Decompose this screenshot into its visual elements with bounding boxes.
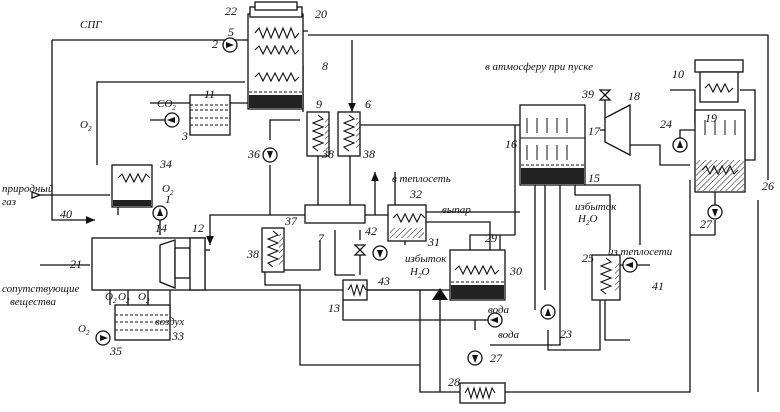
num-8: 8 — [322, 59, 328, 73]
num-37: 37 — [284, 214, 298, 228]
label-excess-1: избыток — [405, 253, 447, 265]
num-31: 31 — [427, 235, 440, 249]
label-spg: СПГ — [80, 19, 102, 31]
heat-exchanger-37 — [262, 228, 284, 272]
num-14: 14 — [155, 221, 167, 235]
num-38-c: 38 — [246, 247, 259, 261]
heat-exchanger-6 — [338, 112, 360, 156]
label-water-1: вода — [488, 304, 510, 316]
num-15: 15 — [588, 171, 600, 185]
num-28: 28 — [448, 375, 460, 389]
num-10: 10 — [672, 67, 684, 81]
label-h2o-2: H2O — [577, 213, 597, 227]
num-41: 41 — [652, 279, 664, 293]
deaerator-29 — [450, 250, 505, 300]
label-accompany-1: сопутствующие — [2, 283, 79, 295]
expander-18 — [605, 105, 630, 155]
label-co2: CO2 — [157, 98, 176, 112]
num-38-b: 38 — [362, 147, 375, 161]
label-heat-net-from: из теплосети — [608, 246, 673, 258]
vessel-20 — [248, 2, 303, 109]
label-o2-left: O2 — [80, 119, 92, 133]
num-16: 16 — [505, 137, 517, 151]
label-h2o-1: H2O — [409, 266, 429, 280]
boiler-34 — [112, 165, 152, 207]
label-water-2: вода — [498, 329, 520, 341]
mixer-7 — [305, 205, 365, 223]
num-40: 40 — [60, 207, 72, 221]
num-20: 20 — [315, 7, 327, 21]
num-35: 35 — [109, 344, 122, 358]
valve-39 — [600, 90, 610, 100]
num-32: 32 — [409, 187, 422, 201]
label-natural-gas-1: природный — [2, 183, 54, 195]
num-21: 21 — [70, 257, 82, 271]
num-36: 36 — [247, 147, 260, 161]
num-23: 23 — [560, 327, 572, 341]
label-heat-net-to: в теплосеть — [392, 173, 451, 185]
num-2: 2 — [212, 37, 218, 51]
num-43: 43 — [378, 274, 390, 288]
num-13: 13 — [328, 301, 340, 315]
label-vapor: выпар — [442, 204, 471, 216]
num-18: 18 — [628, 89, 640, 103]
num-6: 6 — [365, 97, 371, 111]
num-27-right: 27 — [700, 217, 713, 231]
label-air: воздух — [155, 316, 184, 328]
label-accompany-2: вещества — [10, 296, 56, 308]
num-1: 1 — [165, 192, 171, 206]
num-3: 3 — [181, 129, 188, 143]
num-30: 30 — [509, 264, 522, 278]
num-17: 17 — [588, 124, 601, 138]
num-29: 29 — [485, 231, 497, 245]
num-11: 11 — [204, 87, 215, 101]
label-atmosphere: в атмосферу при пуске — [485, 61, 593, 73]
num-22: 22 — [225, 4, 237, 18]
label-o2-a: O2 — [105, 291, 117, 305]
label-excess-2: избыток — [575, 201, 617, 213]
heat-exchanger-28 — [460, 383, 505, 403]
num-38-a: 38 — [321, 147, 334, 161]
num-24: 24 — [660, 117, 672, 131]
num-5: 5 — [228, 25, 234, 39]
label-natural-gas-2: газ — [2, 196, 16, 208]
num-34: 34 — [159, 157, 172, 171]
num-42: 42 — [365, 224, 377, 238]
num-25: 25 — [582, 251, 594, 265]
num-33: 33 — [171, 329, 184, 343]
gas-turbine-21 — [92, 238, 205, 290]
condenser-32 — [388, 205, 426, 241]
valve-42 — [355, 245, 365, 255]
tank-11 — [190, 95, 230, 135]
num-7: 7 — [318, 231, 325, 245]
num-26: 26 — [762, 179, 774, 193]
num-12: 12 — [192, 221, 204, 235]
num-19: 19 — [705, 111, 717, 125]
num-27-bottom: 27 — [490, 351, 503, 365]
heat-exchanger-13 — [343, 280, 367, 300]
vessel-19 — [695, 60, 745, 192]
label-o2-35: O2 — [78, 323, 90, 337]
heat-exchanger-25 — [592, 255, 620, 300]
num-39: 39 — [581, 87, 594, 101]
column-16 — [520, 105, 585, 185]
num-9: 9 — [316, 97, 322, 111]
